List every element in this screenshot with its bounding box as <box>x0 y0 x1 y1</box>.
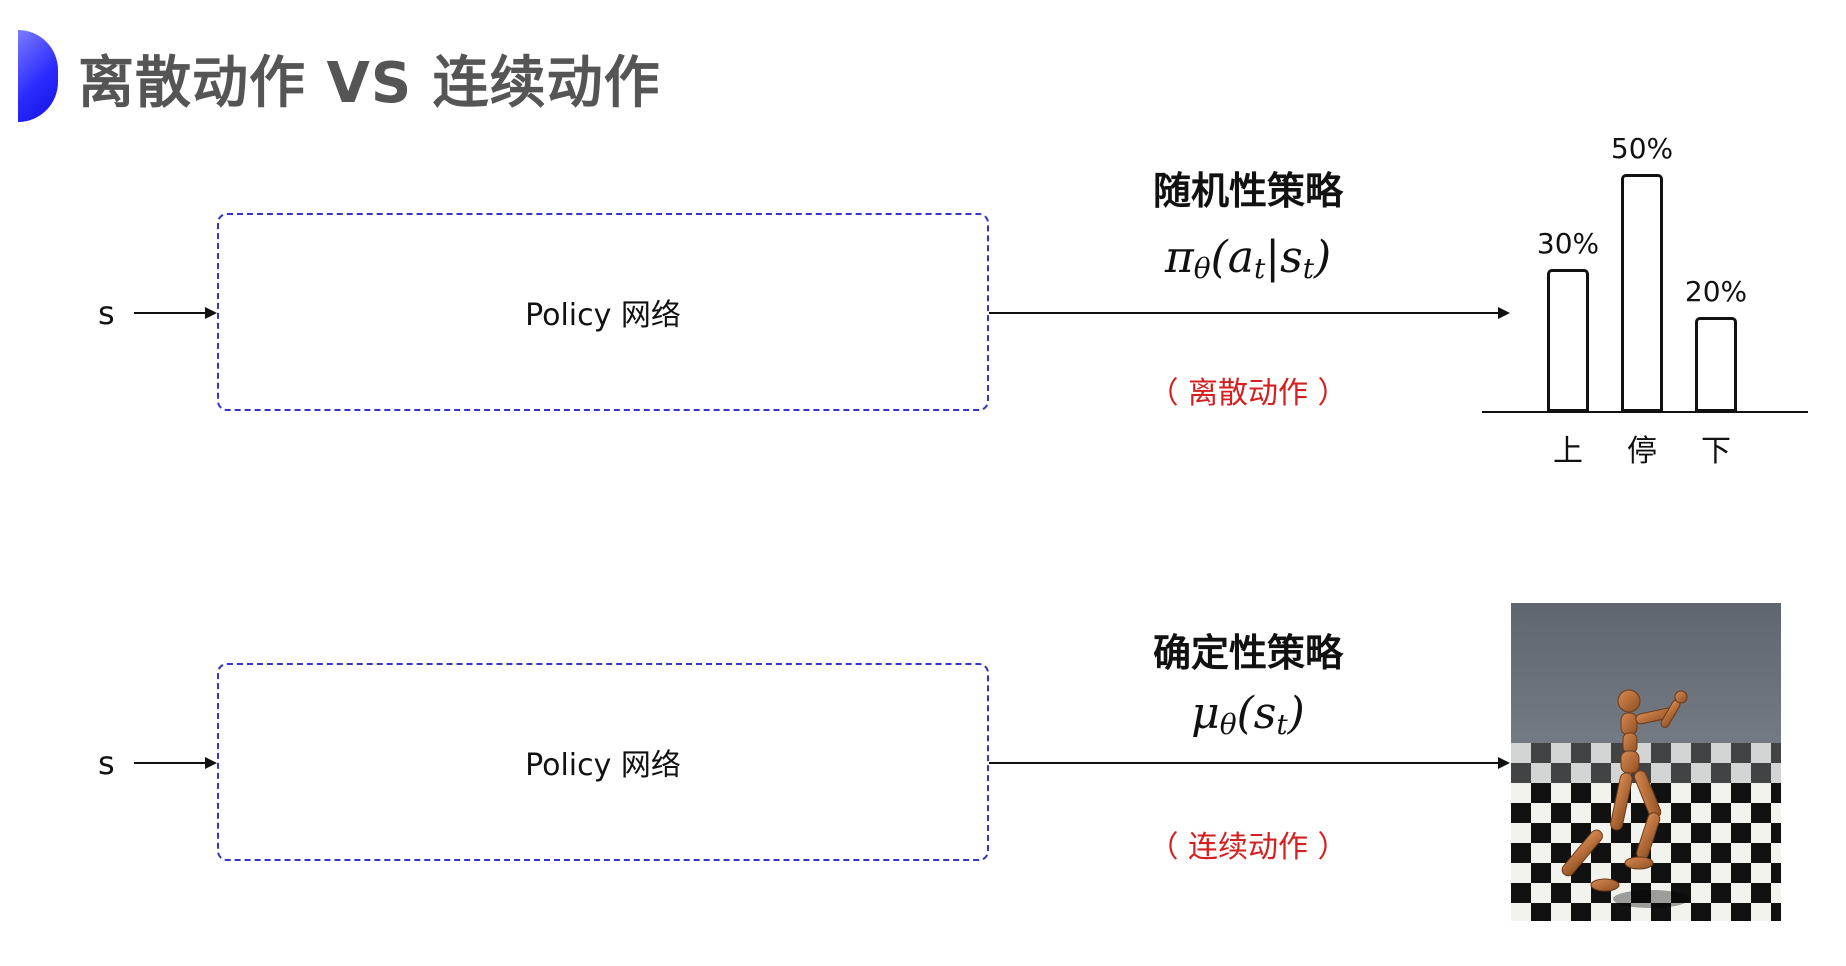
bar-category-label: 下 <box>1701 434 1731 469</box>
stochastic-policy-title: 随机性策略 <box>1152 169 1343 213</box>
continuous-action-label: （ 连续动作 ） <box>1148 830 1348 865</box>
page-title: 离散动作 VS 连续动作 <box>78 51 661 116</box>
discrete-action-label: （ 离散动作 ） <box>1148 376 1348 411</box>
input-state-label-bottom: s <box>98 744 115 782</box>
policy-network-box-top: Policy 网络 <box>217 213 989 411</box>
bar-value-label: 20% <box>1684 274 1748 308</box>
bar-category-label: 停 <box>1627 434 1657 469</box>
bar-1 <box>1547 269 1589 412</box>
bar-category-label: 上 <box>1553 434 1583 469</box>
input-state-label-top: s <box>98 294 115 332</box>
bar-3 <box>1695 316 1737 412</box>
policy-network-box-bottom: Policy 网络 <box>217 663 989 861</box>
bar-value-label: 50% <box>1610 132 1674 165</box>
humanoid-robot-simulation-image <box>1511 603 1781 921</box>
bar-2 <box>1621 174 1663 412</box>
deterministic-policy-title: 确定性策略 <box>1152 631 1343 675</box>
policy-network-label-bottom: Policy 网络 <box>525 748 681 783</box>
policy-network-label-top: Policy 网络 <box>525 298 681 333</box>
bar-value-label: 30% <box>1536 227 1600 261</box>
stochastic-policy-formula: πθ(at|st) <box>1164 232 1332 285</box>
deterministic-policy-formula: μθ(st) <box>1191 688 1305 741</box>
